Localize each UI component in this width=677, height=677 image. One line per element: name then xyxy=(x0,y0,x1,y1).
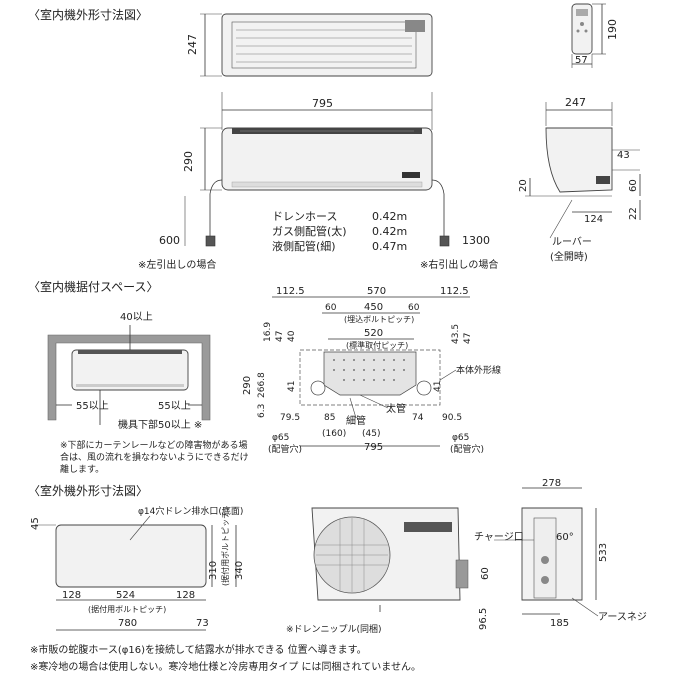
label-drain-nipple: ※ドレンニップル(同梱) xyxy=(286,623,382,635)
dim-60-left: 60 xyxy=(325,303,337,313)
label-thick-pipe: 太管 xyxy=(386,402,406,415)
label-phi65-left: φ65 xyxy=(272,433,289,443)
dim-45: (45) xyxy=(362,429,380,439)
outdoor-top-view: 45 φ14穴ドレン排水口(底面) 310 (据付用ボルトピッチ) 340 12… xyxy=(30,505,245,631)
dim-60-right: 60 xyxy=(408,303,420,313)
label-charge-port: チャージ口 xyxy=(474,531,524,543)
pipe-label-liquid: 液側配管(細) xyxy=(272,239,336,253)
dim-side-22: 22 xyxy=(628,207,639,220)
dim-remote-height: 190 xyxy=(606,19,619,40)
dim-outdoor-60: 60 xyxy=(480,567,491,580)
dim-outdoor-524: 524 xyxy=(116,590,135,601)
section-title-outdoor-dims: 〈室外機外形寸法図〉 xyxy=(28,483,148,498)
section-title-indoor-space: 〈室内機据付スペース〉 xyxy=(28,279,159,294)
outdoor-front-view: ※ドレンニップル(同梱) xyxy=(286,507,469,635)
footnote-hose: ※市販の蛇腹ホース(φ16)を接続して結露水が排水できる 位置へ導きます。 xyxy=(30,643,367,656)
dim-40: 40 xyxy=(287,330,297,342)
label-louver: ルーバー xyxy=(552,236,592,248)
label-drain-hole: φ14穴ドレン排水口(底面) xyxy=(138,505,243,517)
dim-16-9: 16.9 xyxy=(263,322,273,342)
installation-space: 40以上 55以上 55以上 機具下部50以上 ※ ※下部にカーテンレールなどの… xyxy=(47,311,249,475)
label-embed-pitch: (埋込ボルトピッチ) xyxy=(344,314,414,324)
dim-side-43: 43 xyxy=(617,150,630,161)
dim-side-60: 60 xyxy=(628,179,639,192)
dim-6-3: 6.3 xyxy=(257,404,267,418)
dim-outdoor-128-left: 128 xyxy=(62,590,81,601)
space-below-label: 機具下部50以上 ※ xyxy=(118,418,202,431)
indoor-side-view: 247 43 60 22 20 124 ルーバー (全開時) xyxy=(518,96,641,263)
dim-indoor-depth: 247 xyxy=(186,34,199,55)
dim-266-8: 266.8 xyxy=(257,372,267,398)
label-hole-left: (配管穴) xyxy=(268,443,302,455)
space-note: ※下部にカーテンレールなどの障害物がある場合は、風の流れを損なわないようにできる… xyxy=(60,441,249,475)
remote-control: 190 57 xyxy=(571,3,619,68)
pipe-value-drain: 0.42m xyxy=(372,210,407,223)
dim-indoor-height: 290 xyxy=(182,151,195,172)
label-bolt-pitch-vertical: (据付用ボルトピッチ) xyxy=(220,508,230,586)
indoor-front-view: 795 290 600 1300 ※左引出しの場合 ※右引出しの場合 ドレンホー… xyxy=(138,92,498,271)
dim-450: 450 xyxy=(364,302,383,313)
dim-47-left: 47 xyxy=(275,331,285,342)
dim-side-124: 124 xyxy=(584,214,603,225)
dim-570: 570 xyxy=(367,286,386,297)
dim-41-left: 41 xyxy=(287,381,297,392)
space-top-label: 40以上 xyxy=(120,311,153,323)
note-left-outlet: ※左引出しの場合 xyxy=(138,258,216,271)
label-fully-open: (全開時) xyxy=(550,250,588,263)
dim-112-5-left: 112.5 xyxy=(276,286,305,297)
dim-90-5: 90.5 xyxy=(442,413,462,423)
label-earth-screw: アースネジ xyxy=(598,611,647,623)
dim-mount-290: 290 xyxy=(242,376,253,395)
dim-left-pipe: 600 xyxy=(159,234,180,247)
dim-outdoor-278: 278 xyxy=(542,478,561,489)
pipe-length-table: ドレンホース 0.42m ガス側配管(太) 0.42m 液側配管(細) 0.47… xyxy=(272,210,407,253)
dim-85: 85 xyxy=(324,413,335,423)
dim-43-5: 43.5 xyxy=(451,324,461,344)
dim-outdoor-73: 73 xyxy=(196,618,209,629)
label-hole-right: (配管穴) xyxy=(450,443,484,455)
dim-520: 520 xyxy=(364,328,383,339)
pipe-value-liquid: 0.47m xyxy=(372,240,407,253)
dim-outdoor-533: 533 xyxy=(598,543,609,562)
dim-side-20: 20 xyxy=(518,179,529,192)
section-title-indoor-dims: 〈室内機外形寸法図〉 xyxy=(28,7,148,22)
label-phi65-right: φ65 xyxy=(452,433,469,443)
dim-41-right: 41 xyxy=(433,381,443,392)
label-angle-60: 60° xyxy=(556,532,574,543)
dim-79-5: 79.5 xyxy=(280,413,300,423)
pipe-label-drain: ドレンホース xyxy=(272,210,337,223)
outdoor-side-view: 278 チャージ口 60° 533 60 96.5 185 アースネジ xyxy=(474,478,647,630)
mounting-plate-diagram: 112.5 570 112.5 60 450 60 (埋込ボルトピッチ) 520… xyxy=(242,286,501,455)
indoor-top-view: 247 xyxy=(186,13,433,77)
dim-mount-795: 795 xyxy=(364,442,383,453)
dim-outdoor-128-right: 128 xyxy=(176,590,195,601)
footnote-cold-region: ※寒冷地の場合は使用しない。寒冷地仕様と冷房専用タイプ には同梱されていません。 xyxy=(30,660,421,673)
label-std-pitch: (標準取付ピッチ) xyxy=(346,340,408,350)
dim-remote-width: 57 xyxy=(575,55,588,66)
label-body-outline: 本体外形線 xyxy=(456,364,501,376)
space-right-label: 55以上 xyxy=(158,400,191,412)
dim-outdoor-780: 780 xyxy=(118,618,137,629)
label-bolt-pitch-horizontal: (据付用ボルトピッチ) xyxy=(88,604,166,614)
dim-160: (160) xyxy=(322,429,346,439)
dim-outdoor-185: 185 xyxy=(550,618,569,629)
pipe-value-gas: 0.42m xyxy=(372,225,407,238)
pipe-label-gas: ガス側配管(太) xyxy=(272,224,347,238)
dim-outdoor-340: 340 xyxy=(234,561,245,580)
dim-outdoor-310: 310 xyxy=(208,561,219,580)
space-left-label: 55以上 xyxy=(76,400,109,412)
dim-112-5-right: 112.5 xyxy=(440,286,469,297)
note-right-outlet: ※右引出しの場合 xyxy=(420,258,498,271)
dim-outdoor-45: 45 xyxy=(30,517,41,530)
dim-47-right: 47 xyxy=(463,333,473,344)
dim-74: 74 xyxy=(412,413,424,423)
label-thin-pipe: 細管 xyxy=(346,414,366,427)
dim-indoor-width: 795 xyxy=(312,97,333,110)
dim-side-depth: 247 xyxy=(565,96,586,109)
dim-outdoor-96-5: 96.5 xyxy=(478,608,489,630)
dim-right-pipe: 1300 xyxy=(462,234,490,247)
